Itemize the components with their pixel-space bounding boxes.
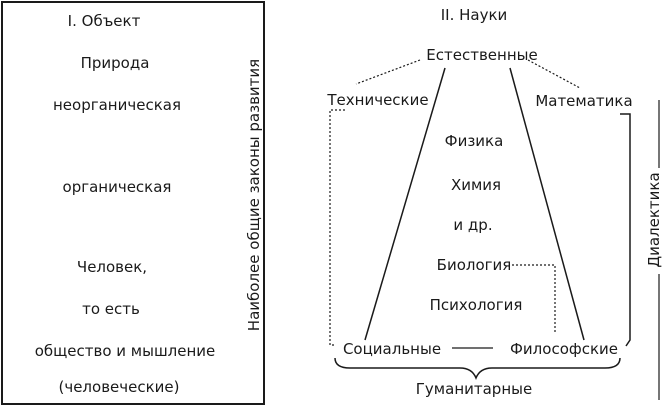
left-trapezoid-side <box>364 67 446 341</box>
object-box <box>1 1 265 405</box>
dialectics-vertical-label: Диалектика <box>645 172 663 267</box>
social-sciences-label: Социальные <box>343 340 441 358</box>
natural-technical-dotted-connector <box>355 59 421 85</box>
that-is-label: то есть <box>82 300 140 318</box>
sciences-title: II. Науки <box>441 6 508 24</box>
physics-label: Физика <box>445 132 504 150</box>
psychology-label: Психология <box>430 296 523 314</box>
technical-sciences-label: Технические <box>326 91 428 109</box>
humanities-brace <box>334 357 621 381</box>
humanities-label: Гуманитарные <box>416 380 532 398</box>
technical-dotted-bracket <box>329 109 345 346</box>
natural-mathematics-dotted-connector <box>527 59 581 89</box>
inorganic-label: неорганическая <box>53 96 181 114</box>
chemistry-label: Химия <box>451 176 501 194</box>
organic-label: органическая <box>63 178 172 196</box>
biology-label: Биология <box>437 256 512 274</box>
mathematics-bracket <box>620 113 631 347</box>
etc-label: и др. <box>453 216 492 234</box>
human-label: Человек, <box>77 258 147 276</box>
nature-label: Природа <box>81 54 150 72</box>
mathematics-label: Математика <box>535 92 632 110</box>
general-laws-vertical-label: Наиболее общие законы развития <box>245 59 263 331</box>
natural-sciences-label: Естественные <box>426 46 537 64</box>
society-thought-label: общество и мышление <box>35 342 216 360</box>
human-paren-label: (человеческие) <box>58 378 179 396</box>
philosophical-sciences-label: Философские <box>510 340 618 358</box>
right-trapezoid-side <box>509 67 585 341</box>
biology-philosophical-dotted-connector <box>512 264 556 334</box>
object-title: I. Объект <box>68 12 141 30</box>
